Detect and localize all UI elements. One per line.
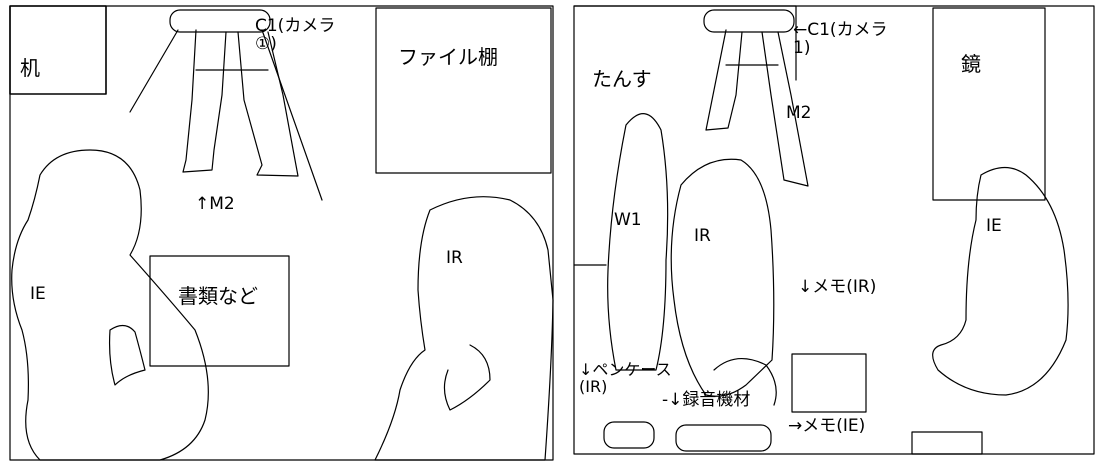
researcher-m2-label: M2	[786, 103, 812, 123]
panel-gap	[560, 0, 566, 463]
small-box	[911, 431, 983, 455]
camera-view-line	[129, 29, 179, 113]
file-shelf-label: ファイル棚	[398, 45, 498, 69]
memo-ir-label: ↓メモ(IR)	[798, 277, 877, 297]
researcher-m2-label: ↑M2	[195, 194, 235, 214]
camera-c1-shape	[169, 9, 271, 33]
person-ie-label: IE	[30, 284, 46, 304]
file-shelf-box	[375, 7, 552, 174]
dresser-box	[573, 5, 797, 266]
recorder-label: -↓録音機材	[662, 390, 751, 410]
person-ir-outline	[670, 158, 775, 397]
researcher-m2-outline	[182, 29, 227, 173]
person-ir-label: IR	[694, 226, 711, 246]
desk-box	[9, 5, 107, 95]
person-w1-outline	[607, 113, 669, 371]
room-wall	[9, 5, 554, 461]
person-ir-label: IR	[446, 248, 463, 268]
desk-label: 机	[20, 56, 40, 80]
pen-case-shape	[603, 421, 655, 449]
right-room-drawing	[573, 5, 1095, 455]
memo-ie-label: →メモ(IE)	[788, 416, 866, 436]
camera-view-line	[261, 29, 323, 201]
recorder-shape	[675, 424, 772, 452]
researcher-m2-outline	[237, 31, 299, 177]
researcher-m2-outline	[705, 29, 743, 131]
documents-label: 書類など	[178, 284, 258, 308]
left-room-drawing	[9, 5, 554, 461]
person-ie-outline	[932, 166, 1069, 396]
mirror-box	[932, 7, 1046, 201]
person-ie-outline	[11, 149, 209, 461]
room-wall	[573, 5, 1095, 455]
mirror-label: 鏡	[961, 52, 981, 76]
memo-ie-box	[791, 353, 867, 413]
person-w1-label: W1	[614, 210, 642, 230]
camera-c1-shape	[703, 9, 795, 33]
documents-box	[149, 255, 290, 367]
person-ie-label: IE	[986, 216, 1002, 236]
pen-case-label: ↓ペンケース(IR)	[579, 360, 672, 396]
researcher-m2-outline	[761, 31, 809, 187]
person-ir-outline	[374, 196, 554, 461]
dresser-label: たんす	[592, 67, 652, 91]
